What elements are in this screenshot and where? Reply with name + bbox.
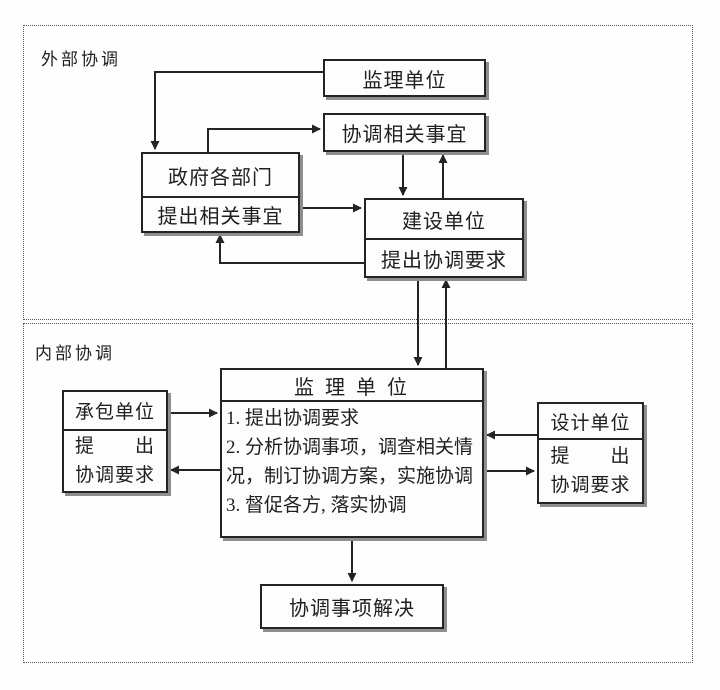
internal-coordination-section-frame bbox=[23, 323, 693, 663]
internal-supervisor-title: 监 理 单 位 bbox=[294, 376, 410, 399]
task-line-4: 3. 督促各方, 落实协调 bbox=[226, 495, 407, 516]
construction-title: 建设单位 bbox=[402, 210, 486, 233]
task-line-3: 况，制订协调方案，实施协调 bbox=[226, 466, 474, 487]
contractor-action-line1: 提 出 bbox=[74, 436, 155, 457]
construction-box: 建设单位 提出协调要求 bbox=[364, 198, 524, 278]
design-action-line2: 协调要求 bbox=[550, 475, 631, 496]
design-box: 设计单位 提 出 协调要求 bbox=[537, 402, 644, 504]
contractor-action: 提 出 协调要求 bbox=[64, 429, 166, 491]
external-supervisor-box: 监理单位 bbox=[323, 59, 486, 97]
design-action: 提 出 协调要求 bbox=[539, 438, 642, 502]
contractor-box: 承包单位 提 出 协调要求 bbox=[62, 390, 168, 493]
external-section-label: 外部协调 bbox=[41, 50, 121, 69]
design-title: 设计单位 bbox=[550, 412, 631, 434]
resolved-title: 协调事项解决 bbox=[289, 598, 415, 620]
task-line-1: 1. 提出协调要求 bbox=[226, 408, 360, 429]
government-box: 政府各部门 提出相关事宜 bbox=[141, 152, 300, 233]
internal-section-label: 内部协调 bbox=[35, 344, 115, 363]
external-supervisor-title: 监理单位 bbox=[362, 69, 447, 92]
contractor-action-line2: 协调要求 bbox=[74, 465, 155, 486]
coordinate-matters-box: 协调相关事宜 bbox=[323, 113, 486, 152]
resolved-box: 协调事项解决 bbox=[260, 584, 444, 629]
internal-supervisor-task-list: 1. 提出协调要求 2. 分析协调事项，调查相关情 况，制订协调方案，实施协调 … bbox=[222, 400, 482, 536]
task-line-2: 2. 分析协调事项，调查相关情 bbox=[226, 437, 474, 458]
internal-supervisor-box: 监 理 单 位 1. 提出协调要求 2. 分析协调事项，调查相关情 况，制订协调… bbox=[220, 368, 484, 538]
contractor-title: 承包单位 bbox=[74, 402, 155, 423]
coordinate-matters-title: 协调相关事宜 bbox=[341, 124, 468, 146]
construction-action: 提出协调要求 bbox=[366, 238, 522, 276]
external-coordination-section-frame bbox=[23, 25, 693, 320]
design-action-line1: 提 出 bbox=[550, 446, 631, 467]
government-action: 提出相关事宜 bbox=[143, 196, 298, 231]
government-title: 政府各部门 bbox=[168, 166, 273, 189]
